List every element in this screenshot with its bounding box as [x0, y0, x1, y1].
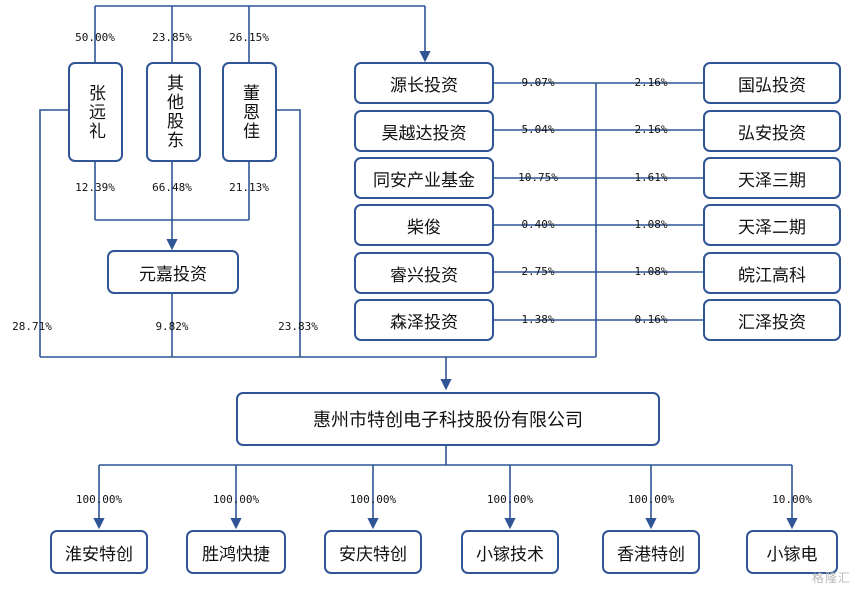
investor-name: 国弘投资: [738, 75, 806, 96]
pct-right-4: 1.08%: [634, 218, 668, 231]
subsidiary-name: 淮安特创: [65, 544, 133, 565]
investor-name: 弘安投资: [738, 123, 806, 144]
company-box: 惠州市特创电子科技股份有限公司: [236, 392, 660, 446]
pct-zhang-to-yuanjia: 12.39%: [75, 181, 115, 194]
subsidiary-shenghong: 胜鸿快捷: [186, 530, 286, 574]
pct-left-3: 10.75%: [518, 171, 558, 184]
investor-haoyueda: 昊越达投资: [354, 110, 494, 152]
investor-tianze-3: 天泽三期: [703, 157, 841, 199]
investor-name: 睿兴投资: [390, 265, 458, 286]
pct-zhang-to-yuanchang: 50.00%: [75, 31, 115, 44]
subsidiary-name: 小镓技术: [476, 544, 544, 565]
shareholder-name: 张远礼: [85, 83, 105, 141]
yuanjia-name: 元嘉投资: [139, 264, 207, 285]
shareholder-zhang-yuanli: 张远礼: [68, 62, 123, 162]
pct-sub-5: 100.00%: [627, 493, 675, 506]
subsidiary-huaian: 淮安特创: [50, 530, 148, 574]
pct-dong-to-yuanchang: 26.15%: [229, 31, 269, 44]
investor-name: 汇泽投资: [738, 312, 806, 333]
pct-left-4: 0.40%: [521, 218, 555, 231]
pct-dong-to-yuanjia: 21.13%: [229, 181, 269, 194]
subsidiary-name: 胜鸿快捷: [202, 544, 270, 565]
pct-zhang-to-company: 28.71%: [12, 320, 52, 333]
shareholder-name: 其他股东: [163, 74, 183, 150]
subsidiary-anqing: 安庆特创: [324, 530, 422, 574]
investor-ruixing: 睿兴投资: [354, 252, 494, 294]
investor-name: 柴俊: [407, 217, 441, 238]
investor-name: 天泽三期: [738, 170, 806, 191]
investor-name: 皖江高科: [738, 265, 806, 286]
pct-dong-to-company: 23.83%: [278, 320, 318, 333]
watermark-logo: 格隆汇: [812, 569, 851, 586]
investor-name: 天泽二期: [738, 217, 806, 238]
company-name: 惠州市特创电子科技股份有限公司: [313, 410, 583, 431]
pct-sub-3: 100.00%: [349, 493, 397, 506]
pct-right-3: 1.61%: [634, 171, 668, 184]
investor-tongan-fund: 同安产业基金: [354, 157, 494, 199]
investor-name: 昊越达投资: [381, 123, 467, 144]
pct-others-to-yuanjia: 66.48%: [152, 181, 192, 194]
pct-yuanjia-to-company: 9.82%: [155, 320, 189, 333]
pct-right-1: 2.16%: [634, 76, 668, 89]
investor-chai-jun: 柴俊: [354, 204, 494, 246]
subsidiary-xiaojia-tech: 小镓技术: [461, 530, 559, 574]
investor-yuanchang: 源长投资: [354, 62, 494, 104]
investor-guohong: 国弘投资: [703, 62, 841, 104]
pct-left-6: 1.38%: [521, 313, 555, 326]
subsidiary-name: 安庆特创: [339, 544, 407, 565]
pct-right-6: 0.16%: [634, 313, 668, 326]
pct-right-2: 2.16%: [634, 123, 668, 136]
pct-sub-2: 100.00%: [212, 493, 260, 506]
watermark-text: 格隆汇: [811, 571, 851, 585]
pct-sub-6: 10.00%: [772, 493, 812, 506]
pct-right-5: 1.08%: [634, 265, 668, 278]
pct-left-5: 2.75%: [521, 265, 555, 278]
investor-huize: 汇泽投资: [703, 299, 841, 341]
investor-tianze-2: 天泽二期: [703, 204, 841, 246]
subsidiary-name: 小镓电: [766, 544, 818, 565]
pct-sub-1: 100.00%: [75, 493, 123, 506]
investor-name: 森泽投资: [390, 312, 458, 333]
investor-hongan: 弘安投资: [703, 110, 841, 152]
pct-sub-4: 100.00%: [486, 493, 534, 506]
pct-left-2: 5.04%: [521, 123, 555, 136]
subsidiary-hongkong: 香港特创: [602, 530, 700, 574]
shareholder-others: 其他股东: [146, 62, 201, 162]
investor-senze: 森泽投资: [354, 299, 494, 341]
shareholder-name: 董恩佳: [239, 83, 259, 141]
investor-name: 同安产业基金: [373, 170, 475, 191]
subsidiary-name: 香港特创: [617, 544, 685, 565]
pct-others-to-yuanchang: 23.85%: [152, 31, 192, 44]
pct-left-1: 9.07%: [521, 76, 555, 89]
yuanjia-box: 元嘉投资: [107, 250, 239, 294]
shareholder-dong-enjia: 董恩佳: [222, 62, 277, 162]
investor-name: 源长投资: [390, 75, 458, 96]
subsidiary-xiaojia-electric: 小镓电: [746, 530, 838, 574]
investor-wanjiang: 皖江高科: [703, 252, 841, 294]
